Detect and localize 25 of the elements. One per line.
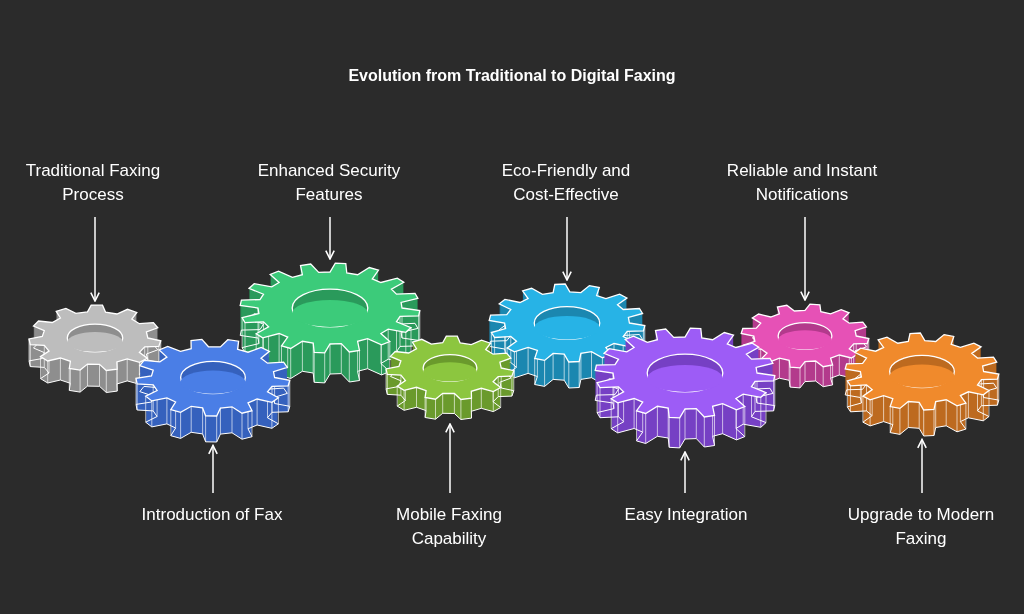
gear-drawing xyxy=(238,261,422,385)
step-label: Easy Integration xyxy=(623,504,749,526)
step-label: Traditional Faxing Process xyxy=(24,160,162,206)
step-label: Mobile Faxing Capability xyxy=(395,504,503,550)
arrow xyxy=(445,423,455,494)
step-label: Enhanced Security Features xyxy=(256,160,402,206)
step-label: Upgrade to Modern Faxing xyxy=(846,504,996,550)
gear-drawing xyxy=(843,330,1001,438)
gear-drawing xyxy=(384,334,516,422)
arrow xyxy=(208,444,218,494)
gear-drawing xyxy=(739,302,871,390)
gear-drawing xyxy=(27,303,163,395)
gear-drawing xyxy=(134,336,292,444)
step-label: Introduction of Fax xyxy=(140,504,284,526)
gear-drawing xyxy=(487,282,647,390)
step-label: Reliable and Instant Notifications xyxy=(725,160,879,206)
gear-drawing xyxy=(593,326,777,450)
arrow xyxy=(917,438,927,494)
arrow xyxy=(680,451,690,494)
arrow xyxy=(562,216,572,281)
diagram-title: Evolution from Traditional to Digital Faxing xyxy=(347,67,677,85)
arrow xyxy=(800,216,810,301)
arrow xyxy=(325,216,335,260)
step-label: Eco-Friendly and Cost-Effective xyxy=(500,160,632,206)
arrow xyxy=(90,216,100,302)
